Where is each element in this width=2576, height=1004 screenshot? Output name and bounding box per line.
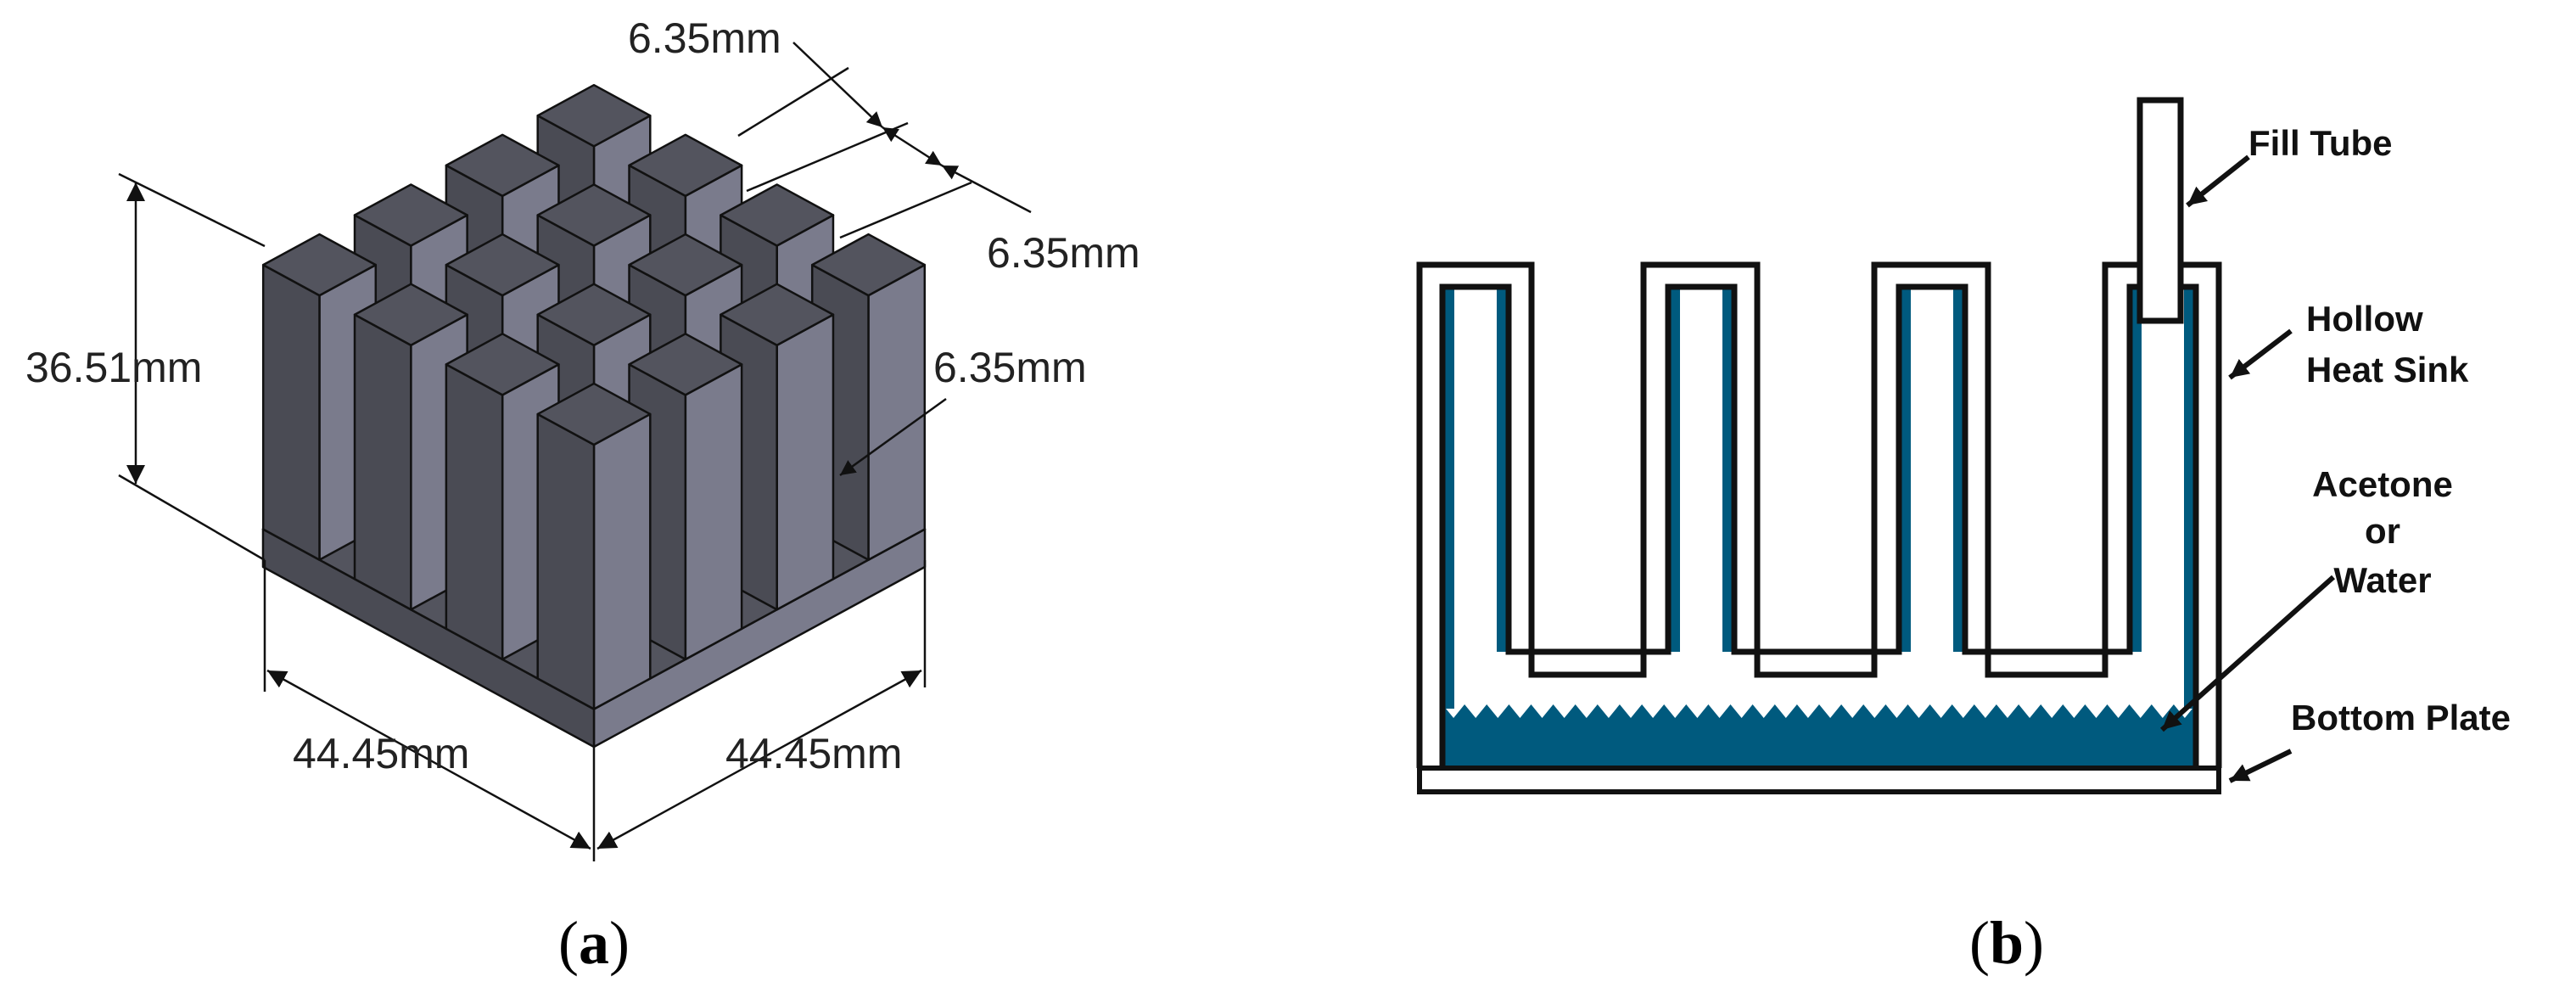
top-gap-ext-1 bbox=[737, 66, 849, 137]
dim-height: 36.51mm bbox=[25, 344, 202, 391]
pin-11-top-face bbox=[536, 283, 652, 347]
panel-b: Fill Tube Hollow Heat Sink Acetone or Wa… bbox=[1416, 97, 2511, 977]
pin-15-left-face bbox=[536, 412, 596, 710]
label-fill-tube: Fill Tube bbox=[2248, 123, 2393, 163]
leader-arrows bbox=[2160, 154, 2335, 783]
top-gap-dim-line-3 bbox=[941, 164, 1032, 214]
caption-b-letter: b bbox=[1990, 909, 2024, 977]
pin-2-top-face bbox=[628, 133, 743, 198]
pin-7-top-face bbox=[445, 233, 560, 297]
label-bottom-plate: Bottom Plate bbox=[2291, 698, 2511, 738]
inner-wall bbox=[1439, 283, 2199, 768]
label-acetone-1: Acetone bbox=[2312, 464, 2453, 504]
pin-15-right-face bbox=[592, 412, 652, 710]
caption-a-letter: a bbox=[579, 909, 609, 977]
heat-sink-solid bbox=[261, 83, 927, 749]
fill-tube bbox=[2136, 97, 2184, 324]
pin-6-top-face bbox=[261, 233, 378, 297]
top-gap-ext-3 bbox=[839, 181, 972, 239]
pin-14-right-face bbox=[684, 363, 743, 661]
dim-base-left: 44.45mm bbox=[293, 730, 469, 777]
pin-9-top-face bbox=[810, 233, 927, 297]
pin-13-left-face bbox=[445, 363, 504, 661]
pin-15-top-face bbox=[536, 382, 652, 446]
dim-right-gap: 6.35mm bbox=[987, 229, 1140, 277]
pin-5-top-face bbox=[720, 183, 835, 247]
top-gap-dim-line-2 bbox=[882, 126, 943, 167]
label-acetone-3: Water bbox=[2333, 560, 2431, 600]
pin-10-left-face bbox=[353, 313, 412, 611]
pin-10-top-face bbox=[353, 283, 468, 347]
dim-base-right: 44.45mm bbox=[725, 730, 902, 777]
pin-14-top-face bbox=[628, 333, 743, 396]
dimension-lines bbox=[118, 42, 1032, 861]
acetone-arrow bbox=[2160, 575, 2335, 732]
pin-12-right-face bbox=[776, 313, 835, 611]
pin-9-right-face bbox=[867, 263, 927, 561]
caption-a: (a) bbox=[558, 909, 630, 977]
outer-wall bbox=[1416, 261, 2222, 768]
base-left-dim-line bbox=[266, 669, 591, 850]
pin-6-left-face bbox=[261, 263, 321, 561]
caption-b: (b) bbox=[1969, 909, 2044, 977]
liquid-pool bbox=[1442, 704, 2196, 768]
heat-sink-walls bbox=[1416, 261, 2222, 768]
base-right-dim-line bbox=[596, 669, 922, 850]
label-hollow-1: Hollow bbox=[2306, 299, 2423, 339]
pin-3-top-face bbox=[353, 183, 468, 247]
bottom-plate-arrow bbox=[2228, 749, 2293, 783]
dim-slot: 6.35mm bbox=[933, 344, 1087, 391]
liquid-fill bbox=[1442, 287, 2196, 768]
label-hollow-2: Heat Sink bbox=[2306, 350, 2469, 390]
dim-top-gap: 6.35mm bbox=[628, 14, 781, 62]
pin-12-top-face bbox=[720, 283, 835, 347]
slot-leader bbox=[839, 397, 947, 477]
height-ext-top bbox=[118, 172, 266, 248]
pin-1-top-face bbox=[445, 133, 560, 198]
height-ext-bottom bbox=[118, 474, 266, 562]
label-acetone-2: or bbox=[2365, 511, 2400, 551]
top-gap-dim-line bbox=[792, 42, 883, 128]
pin-13-top-face bbox=[445, 333, 560, 396]
pin-4-top-face bbox=[536, 183, 652, 247]
hollow-arrow bbox=[2228, 328, 2293, 380]
top-gap-ext-2 bbox=[746, 121, 909, 193]
bottom-plate bbox=[1417, 766, 2221, 794]
pin-8-top-face bbox=[628, 233, 743, 297]
fill-tube-arrow bbox=[2186, 154, 2250, 208]
pin-0-top-face bbox=[536, 83, 652, 148]
panel-a: 6.35mm 6.35mm 6.35mm 36.51mm 44.45mm 44.… bbox=[25, 14, 1140, 977]
